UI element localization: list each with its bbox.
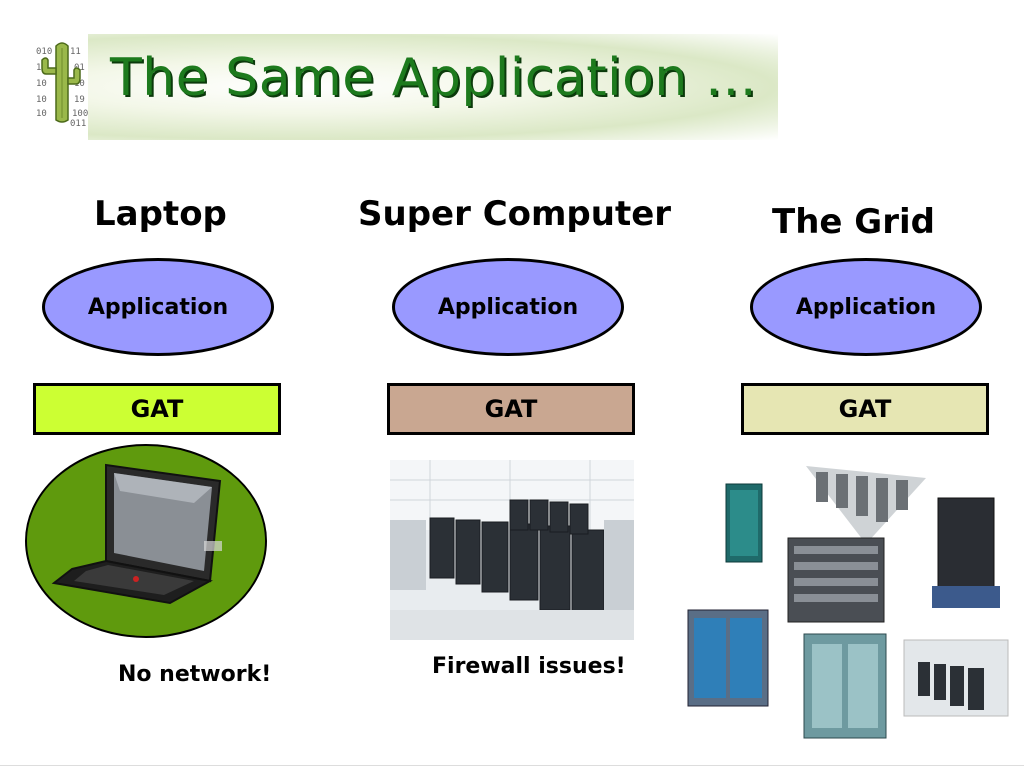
- svg-text:10: 10: [74, 79, 85, 89]
- gat-box-super-computer: GAT: [387, 383, 635, 435]
- heading-the-grid: The Grid: [772, 202, 935, 242]
- svg-text:19: 19: [74, 95, 85, 105]
- gat-box-grid: GAT: [741, 383, 989, 435]
- application-ellipse-grid: Application: [750, 258, 982, 356]
- application-ellipse-laptop: Application: [42, 258, 274, 356]
- svg-text:010: 010: [36, 47, 52, 57]
- application-ellipse-super-computer: Application: [392, 258, 624, 356]
- cactus-binary-logo-icon: 010 11 1 01 10 10 10 19 10 100 011: [36, 42, 88, 126]
- svg-text:10: 10: [36, 109, 47, 119]
- svg-text:10: 10: [36, 95, 47, 105]
- heading-laptop: Laptop: [94, 194, 227, 234]
- svg-text:1: 1: [36, 63, 41, 73]
- caption-firewall-issues: Firewall issues!: [432, 654, 626, 679]
- svg-text:11: 11: [70, 47, 81, 57]
- gat-box-laptop: GAT: [33, 383, 281, 435]
- svg-text:100: 100: [72, 109, 88, 119]
- slide-title: The Same Application …: [110, 48, 758, 108]
- caption-no-network: No network!: [118, 662, 272, 687]
- grid-servers-photo-icon: [687, 466, 1009, 739]
- bottom-divider: [0, 765, 1024, 766]
- supercomputer-room-photo-icon: [390, 460, 634, 640]
- heading-super-computer: Super Computer: [358, 194, 672, 234]
- svg-text:10: 10: [36, 79, 47, 89]
- svg-text:011: 011: [70, 119, 86, 126]
- title-banner: [88, 34, 778, 140]
- laptop-photo-icon: [25, 444, 267, 638]
- svg-text:01: 01: [74, 63, 85, 73]
